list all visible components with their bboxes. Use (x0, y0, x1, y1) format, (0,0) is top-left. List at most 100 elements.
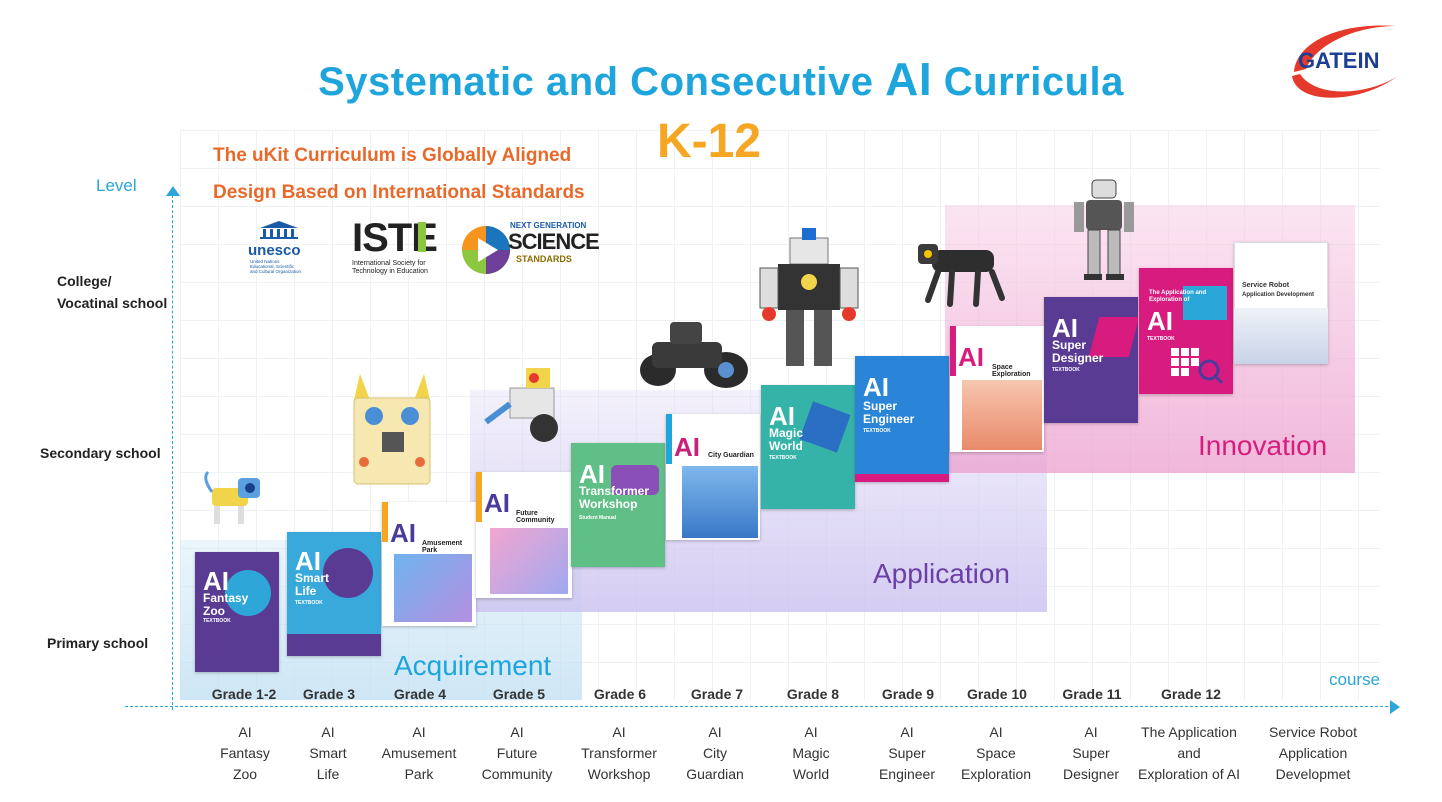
y-axis (172, 190, 173, 710)
book-ai-transformer-workshop: AI Transformer Workshop Student Manual (571, 443, 665, 567)
course-name-line: Super (1072, 745, 1110, 761)
course-name-line: and (1177, 745, 1201, 761)
course-name-line: Zoo (232, 766, 258, 782)
book-ai-text: AI (1052, 313, 1078, 343)
book-textbook-label: TEXTBOOK (1052, 367, 1080, 373)
course-name-line: Park (404, 766, 434, 782)
level-college-line1: College/ (57, 273, 112, 289)
course-name-line: Application (1278, 745, 1348, 761)
grade-label: Grade 7 (690, 686, 744, 702)
course-name-line: Exploration of AI (1138, 766, 1240, 782)
book-ai-magic-world: AI Magic World TEXTBOOK (761, 385, 855, 509)
title-ai: AI (885, 53, 933, 105)
acquirement-label: Acquirement (394, 650, 552, 681)
book-ai-text: AI (958, 342, 984, 372)
book-subtitle: Super Engineer (863, 399, 915, 426)
unesco-caption: United Nations Educational, Scientific a… (250, 259, 301, 274)
course-name-line: Fantasy (220, 745, 270, 761)
book-ai-text: AI (674, 432, 700, 462)
level-secondary: Secondary school (40, 445, 161, 461)
course-name-line: AI (238, 724, 252, 740)
book-decoration (611, 465, 659, 495)
innovation-label: Innovation (1198, 430, 1328, 461)
book-illustration (490, 528, 568, 594)
book-title-line1: Service Robot (1242, 282, 1290, 289)
book-illustration (1234, 308, 1328, 364)
book-subtitle: Transformer Workshop (579, 484, 650, 511)
robot-dog-icon (204, 470, 260, 524)
book-application-exploration-ai: The Application and Exploration of AI TE… (1139, 268, 1233, 394)
book-ai-text: AI (295, 546, 321, 576)
grade-label: Grade 10 (967, 686, 1027, 702)
grade-label: Grade 4 (393, 686, 447, 702)
y-axis-label: Level (96, 176, 137, 195)
book-textbook-label: Student Manual (579, 515, 617, 521)
course-name-line: AI (321, 724, 335, 740)
book-ai-text: AI (203, 566, 229, 596)
book-ai-text: AI (1147, 306, 1173, 336)
gatein-swoosh-icon (1292, 25, 1398, 98)
ngss-triangle-icon (462, 226, 510, 274)
book-decoration (855, 474, 949, 482)
course-name-line: Developmet (1275, 766, 1351, 782)
book-title-line2: Application Development (1242, 292, 1315, 298)
book-ai-space-exploration: AI Space Exploration (950, 326, 1044, 452)
grade-label: Grade 11 (1062, 686, 1122, 702)
book-subtitle: Magic World (769, 426, 804, 453)
course-name-line: Workshop (587, 766, 651, 782)
course-name-line: World (792, 766, 830, 782)
k12-label: K-12 (657, 115, 762, 168)
course-name-line: AI (510, 724, 524, 740)
grade-label: Grade 9 (881, 686, 935, 702)
robot-cat-box-icon (353, 374, 431, 485)
course-name-line: Amusement (381, 745, 457, 761)
unesco-name: unesco (248, 242, 301, 259)
course-name-line: Community (481, 766, 553, 782)
course-name-line: Designer (1062, 766, 1120, 782)
course-name-line: AI (708, 724, 722, 740)
iste-green-mark (418, 222, 426, 252)
grade-label: Grade 12 (1161, 686, 1221, 702)
book-ai-text: AI (863, 372, 889, 402)
grade-label: Grade 6 (593, 686, 647, 702)
book-ai-super-designer: AI Super Designer TEXTBOOK (1044, 297, 1138, 423)
course-name-line: Space (976, 745, 1016, 761)
book-subtitle: Space Exploration (992, 364, 1031, 378)
grade-label: Grade 5 (492, 686, 546, 702)
course-name-line: City (702, 745, 728, 761)
robot-tank-icon (640, 322, 748, 388)
y-axis-arrow-icon (166, 186, 180, 196)
book-ai-city-guardian: AI City Guardian (666, 414, 760, 540)
application-label: Application (873, 558, 1010, 589)
ngss-top: NEXT GENERATION (510, 221, 587, 230)
unesco-logo: unesco United Nations Educational, Scien… (248, 220, 310, 278)
aligned-line-2: Design Based on International Standards (213, 182, 585, 203)
course-name-line: AI (900, 724, 914, 740)
book-decoration (950, 326, 956, 376)
course-name-line: Engineer (878, 766, 936, 782)
course-name-line: Future (496, 745, 538, 761)
course-name-line: AI (412, 724, 426, 740)
book-ai-text: AI (579, 459, 605, 489)
book-decoration (476, 472, 482, 522)
robot-crane-icon (484, 368, 558, 442)
book-subtitle: Smart Life (295, 571, 330, 598)
book-subtitle: City Guardian (708, 452, 754, 459)
temple-icon (260, 221, 298, 239)
book-ai-amusement-park: AI Amusement Park (382, 502, 476, 626)
course-name-line: Guardian (686, 766, 744, 782)
book-textbook-label: TEXTBOOK (769, 455, 797, 461)
unesco-caption-2: Educational, Scientific (250, 264, 295, 269)
aligned-line-1: The uKit Curriculum is Globally Aligned (213, 145, 572, 166)
iste-caption-2: Technology in Education (352, 268, 428, 275)
book-decoration (666, 414, 672, 464)
unesco-caption-1: United Nations (250, 259, 280, 264)
title-part2: Curricula (932, 60, 1124, 104)
